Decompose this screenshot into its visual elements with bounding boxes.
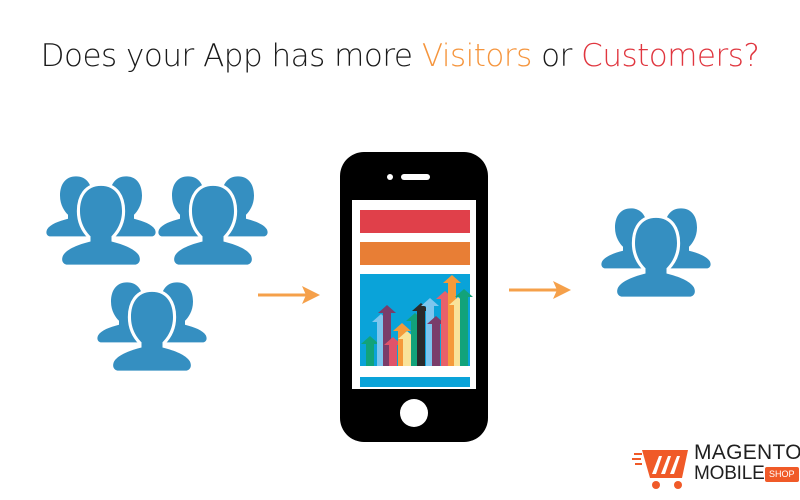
growth-arrow: [449, 297, 467, 366]
growth-arrow: [427, 316, 445, 366]
magento-mobile-shop-logo: MAGENTO MOBILE SHOP: [632, 440, 800, 496]
cart-icon: [632, 450, 688, 489]
screen-orange-bar: [360, 242, 470, 265]
growth-arrow: [372, 314, 390, 366]
growth-arrow: [398, 331, 416, 366]
customer-group-icon: [601, 208, 710, 296]
growth-arrow: [361, 336, 379, 366]
headline: Does your App has more Visitors or Custo…: [0, 38, 800, 74]
growth-arrow: [455, 289, 473, 366]
growth-arrow: [384, 337, 402, 366]
phone-camera: [387, 174, 393, 180]
screen-bottom-bar: [360, 377, 470, 387]
visitor-group-2-icon: [158, 176, 267, 264]
headline-visitors: Visitors: [421, 38, 532, 74]
visitor-group-1-icon: [46, 176, 155, 264]
logo-line1: MAGENTO: [694, 441, 800, 464]
growth-arrows-icon: [361, 275, 473, 366]
headline-customers: Customers?: [581, 38, 760, 74]
headline-middle: or: [531, 38, 582, 74]
growth-arrow: [421, 298, 439, 366]
growth-arrow: [378, 305, 396, 366]
growth-arrow: [443, 275, 461, 366]
growth-arrow: [412, 303, 430, 366]
arrow-to-phone-icon: [258, 286, 320, 304]
phone-speaker: [401, 174, 430, 180]
smartphone-icon: [340, 152, 488, 442]
arrow-to-customers-icon: [509, 281, 571, 299]
growth-arrow: [406, 313, 424, 366]
logo-line2: MOBILE: [694, 463, 765, 484]
phone-home-button: [400, 399, 428, 427]
logo-badge: SHOP: [765, 467, 799, 482]
growth-arrow: [436, 291, 454, 366]
visitor-group-3-icon: [97, 282, 206, 370]
screen-red-bar: [360, 210, 470, 233]
headline-part1: Does your App has more: [40, 38, 422, 74]
growth-arrow: [393, 323, 411, 366]
